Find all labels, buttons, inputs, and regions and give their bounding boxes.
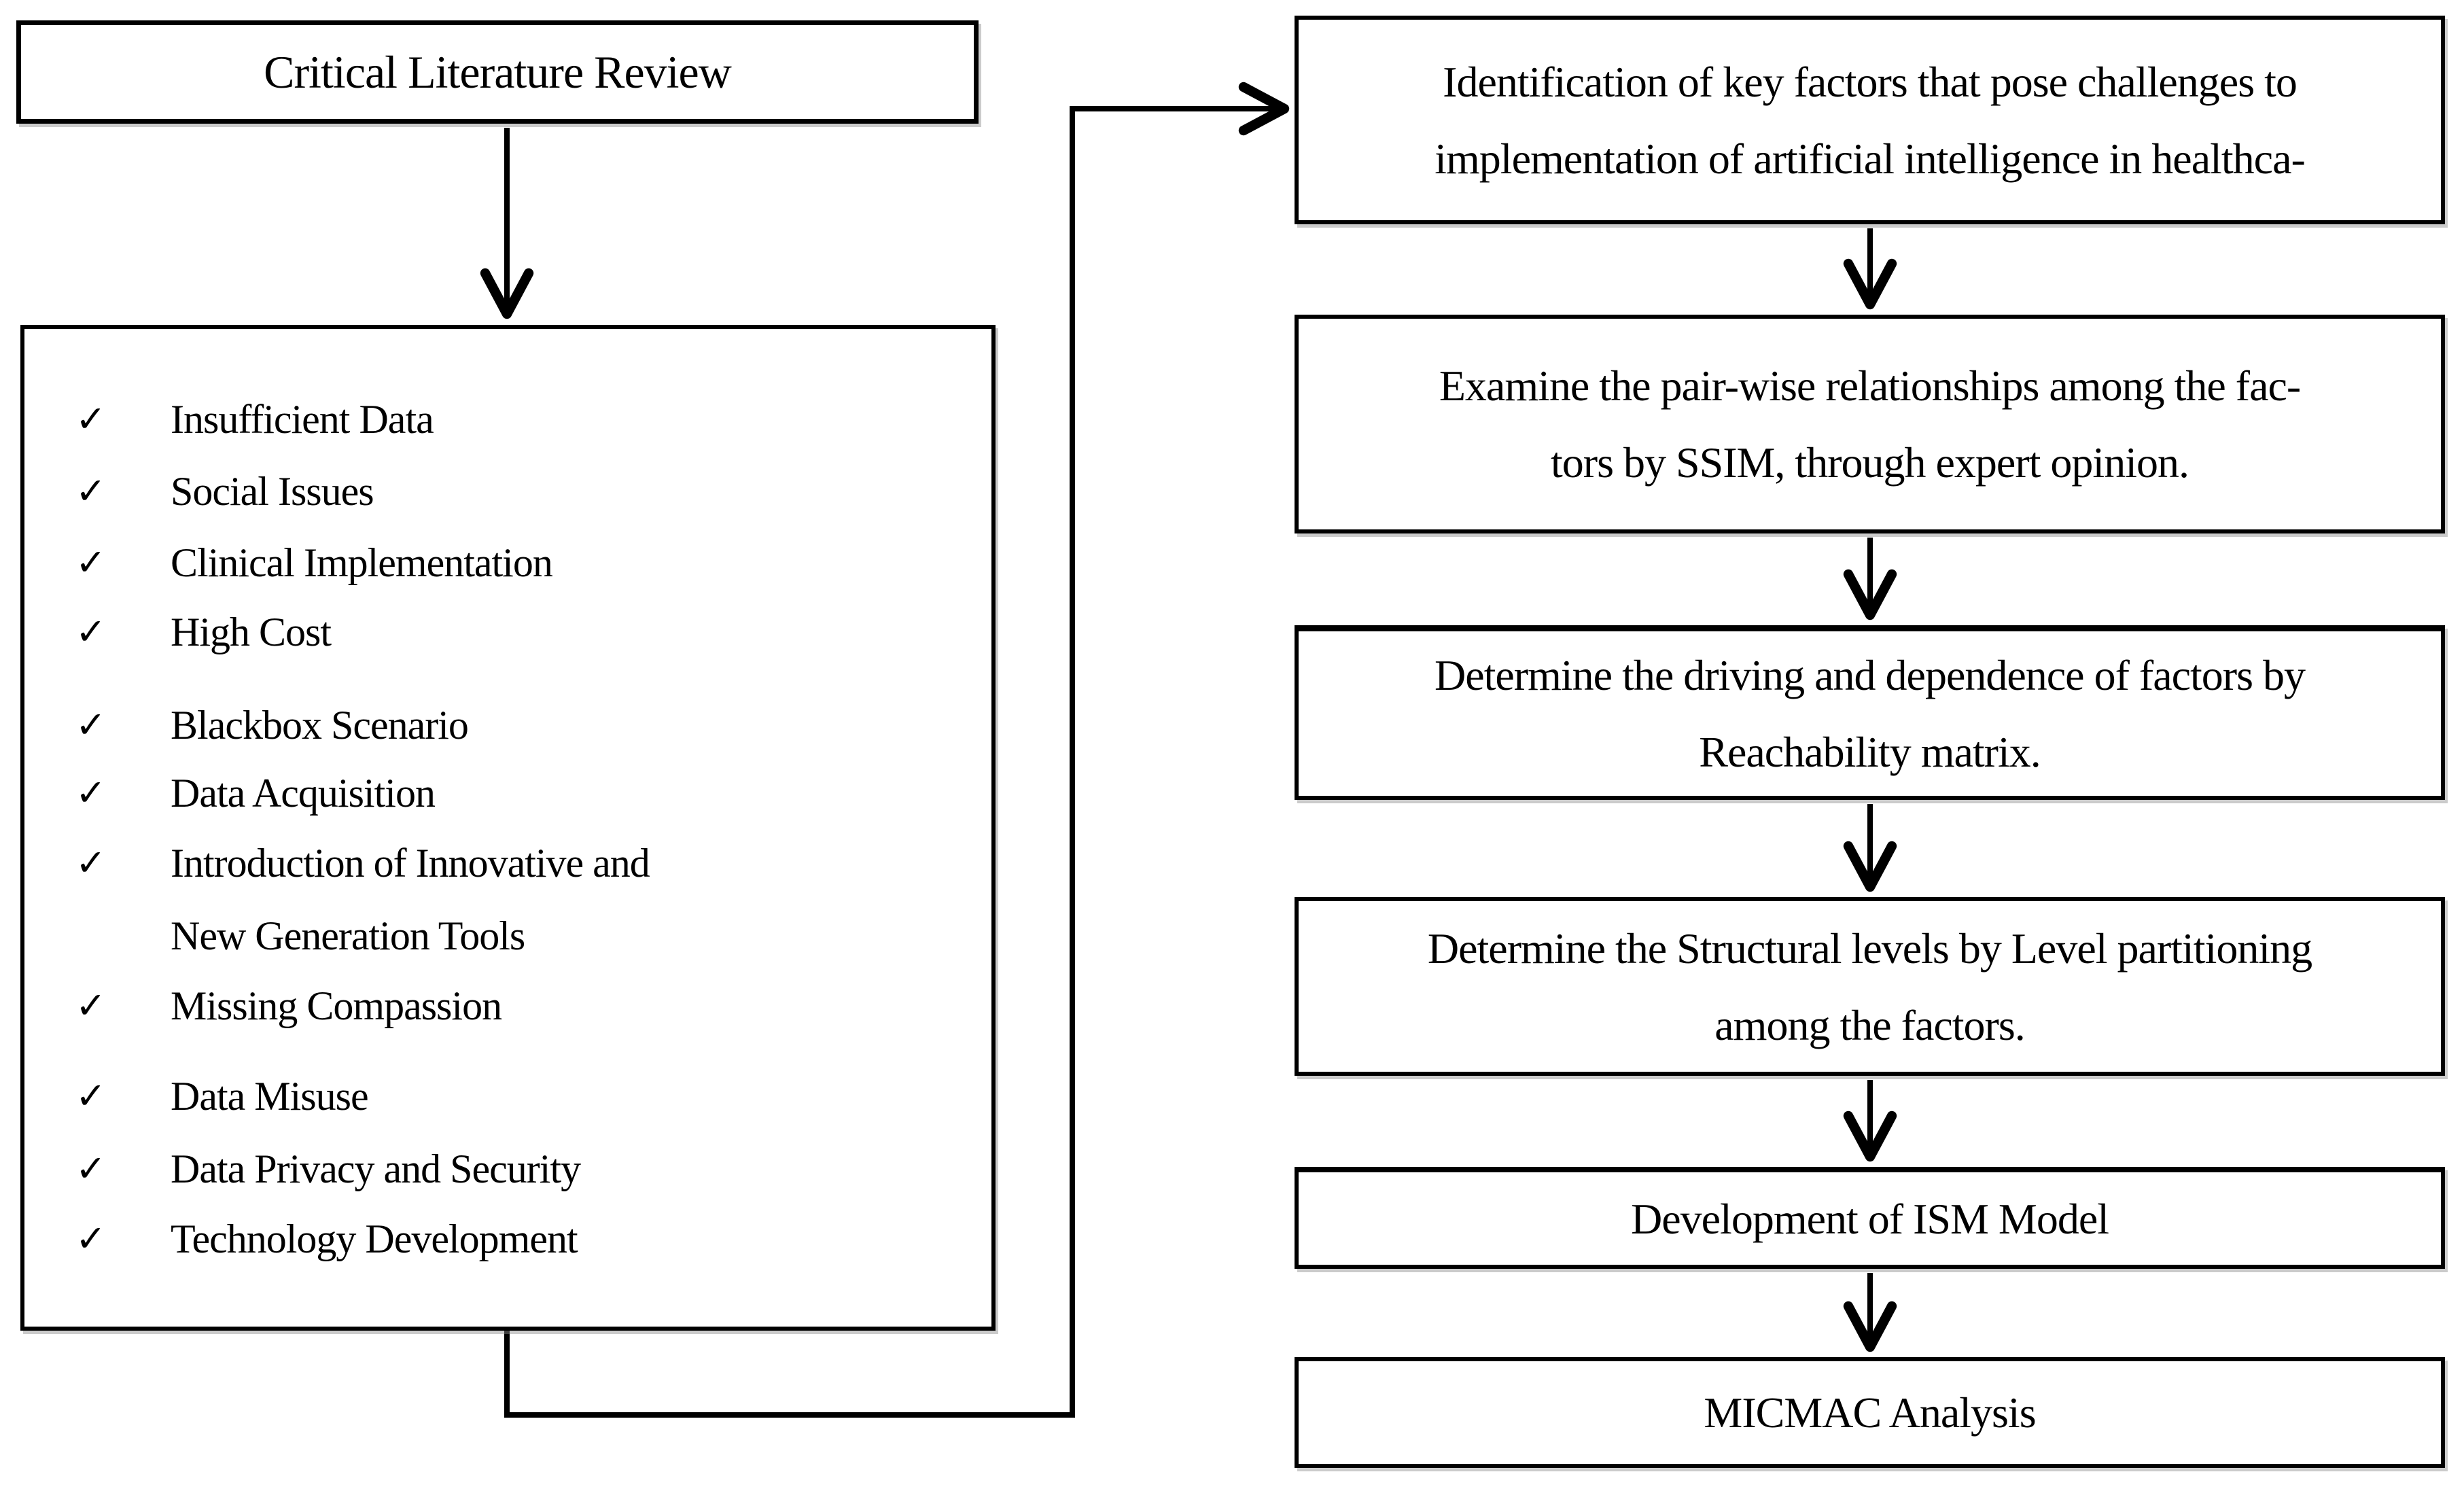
factor-item-continuation: New Generation Tools xyxy=(75,900,978,972)
factor-label: Social Issues xyxy=(171,468,374,514)
factor-item: ✓ Missing Compassion xyxy=(75,970,978,1042)
factor-item: ✓ Data Privacy and Security xyxy=(75,1133,978,1205)
key-factors-box: ✓ Insufficient Data ✓ Social Issues ✓ Clini… xyxy=(20,325,996,1331)
check-icon: ✓ xyxy=(75,1074,107,1117)
check-icon: ✓ xyxy=(75,703,107,746)
factor-label: Data Misuse xyxy=(171,1073,369,1119)
factor-label: Data Privacy and Security xyxy=(171,1146,581,1191)
factor-item: ✓ Blackbox Scenario xyxy=(75,689,978,761)
step-ism-model-box: Development of ISM Model xyxy=(1295,1167,2445,1269)
factor-item: ✓ Data Misuse xyxy=(75,1060,978,1132)
step-text-line: Examine the pair-wise relationships amon… xyxy=(1439,362,2301,410)
factor-label: Technology Development xyxy=(171,1216,578,1261)
step-text-line: Determine the Structural levels by Level… xyxy=(1427,924,2312,973)
check-icon: ✓ xyxy=(75,841,107,884)
factor-label: Insufficient Data xyxy=(171,396,434,442)
step-text-line: Determine the driving and dependence of … xyxy=(1434,651,2306,699)
factor-label: New Generation Tools xyxy=(171,913,525,958)
factor-item: ✓ Social Issues xyxy=(75,455,978,527)
factor-label: Blackbox Scenario xyxy=(171,702,469,748)
check-icon: ✓ xyxy=(75,470,107,512)
box-title: Critical Literature Review xyxy=(264,46,732,98)
factor-item: ✓ High Cost xyxy=(75,596,978,668)
check-icon: ✓ xyxy=(75,398,107,440)
step-text-line: MICMAC Analysis xyxy=(1704,1388,2036,1437)
step-reachability-matrix-box: Determine the driving and dependence of … xyxy=(1295,625,2445,800)
check-icon: ✓ xyxy=(75,1217,107,1260)
connector-factors-to-step1 xyxy=(504,82,1290,1418)
factor-item: ✓ Introduction of Innovative and xyxy=(75,827,978,899)
step-pairwise-ssim-box: Examine the pair-wise relationships amon… xyxy=(1295,315,2445,533)
factor-label: Missing Compassion xyxy=(171,983,502,1028)
step-text-line: Development of ISM Model xyxy=(1631,1194,2109,1243)
step-text-line: Identification of key factors that pose … xyxy=(1443,57,2298,106)
factor-item: ✓ Technology Development xyxy=(75,1203,978,1275)
check-icon: ✓ xyxy=(75,541,107,584)
critical-literature-review-box: Critical Literature Review xyxy=(16,20,979,124)
step-text-line: Reachability matrix. xyxy=(1699,728,2041,776)
factor-label: Introduction of Innovative and xyxy=(171,840,650,886)
check-icon: ✓ xyxy=(75,984,107,1027)
factor-label: Clinical Implementation xyxy=(171,540,553,585)
check-icon: ✓ xyxy=(75,610,107,653)
factor-item: ✓ Data Acquisition xyxy=(75,757,978,829)
step-identification-box: Identification of key factors that pose … xyxy=(1295,16,2445,224)
step-level-partitioning-box: Determine the Structural levels by Level… xyxy=(1295,897,2445,1076)
check-icon: ✓ xyxy=(75,1147,107,1190)
factor-label: Data Acquisition xyxy=(171,770,436,816)
step-text-line: among the factors. xyxy=(1714,1000,2025,1049)
factor-item: ✓ Clinical Implementation xyxy=(75,527,978,599)
step-text-line: tors by SSIM, through expert opinion. xyxy=(1551,438,2189,487)
factor-item: ✓ Insufficient Data xyxy=(75,383,978,455)
step-micmac-analysis-box: MICMAC Analysis xyxy=(1295,1357,2445,1468)
step-text-line: implementation of artificial intelligenc… xyxy=(1435,134,2306,183)
factor-label: High Cost xyxy=(171,609,332,654)
check-icon: ✓ xyxy=(75,771,107,814)
